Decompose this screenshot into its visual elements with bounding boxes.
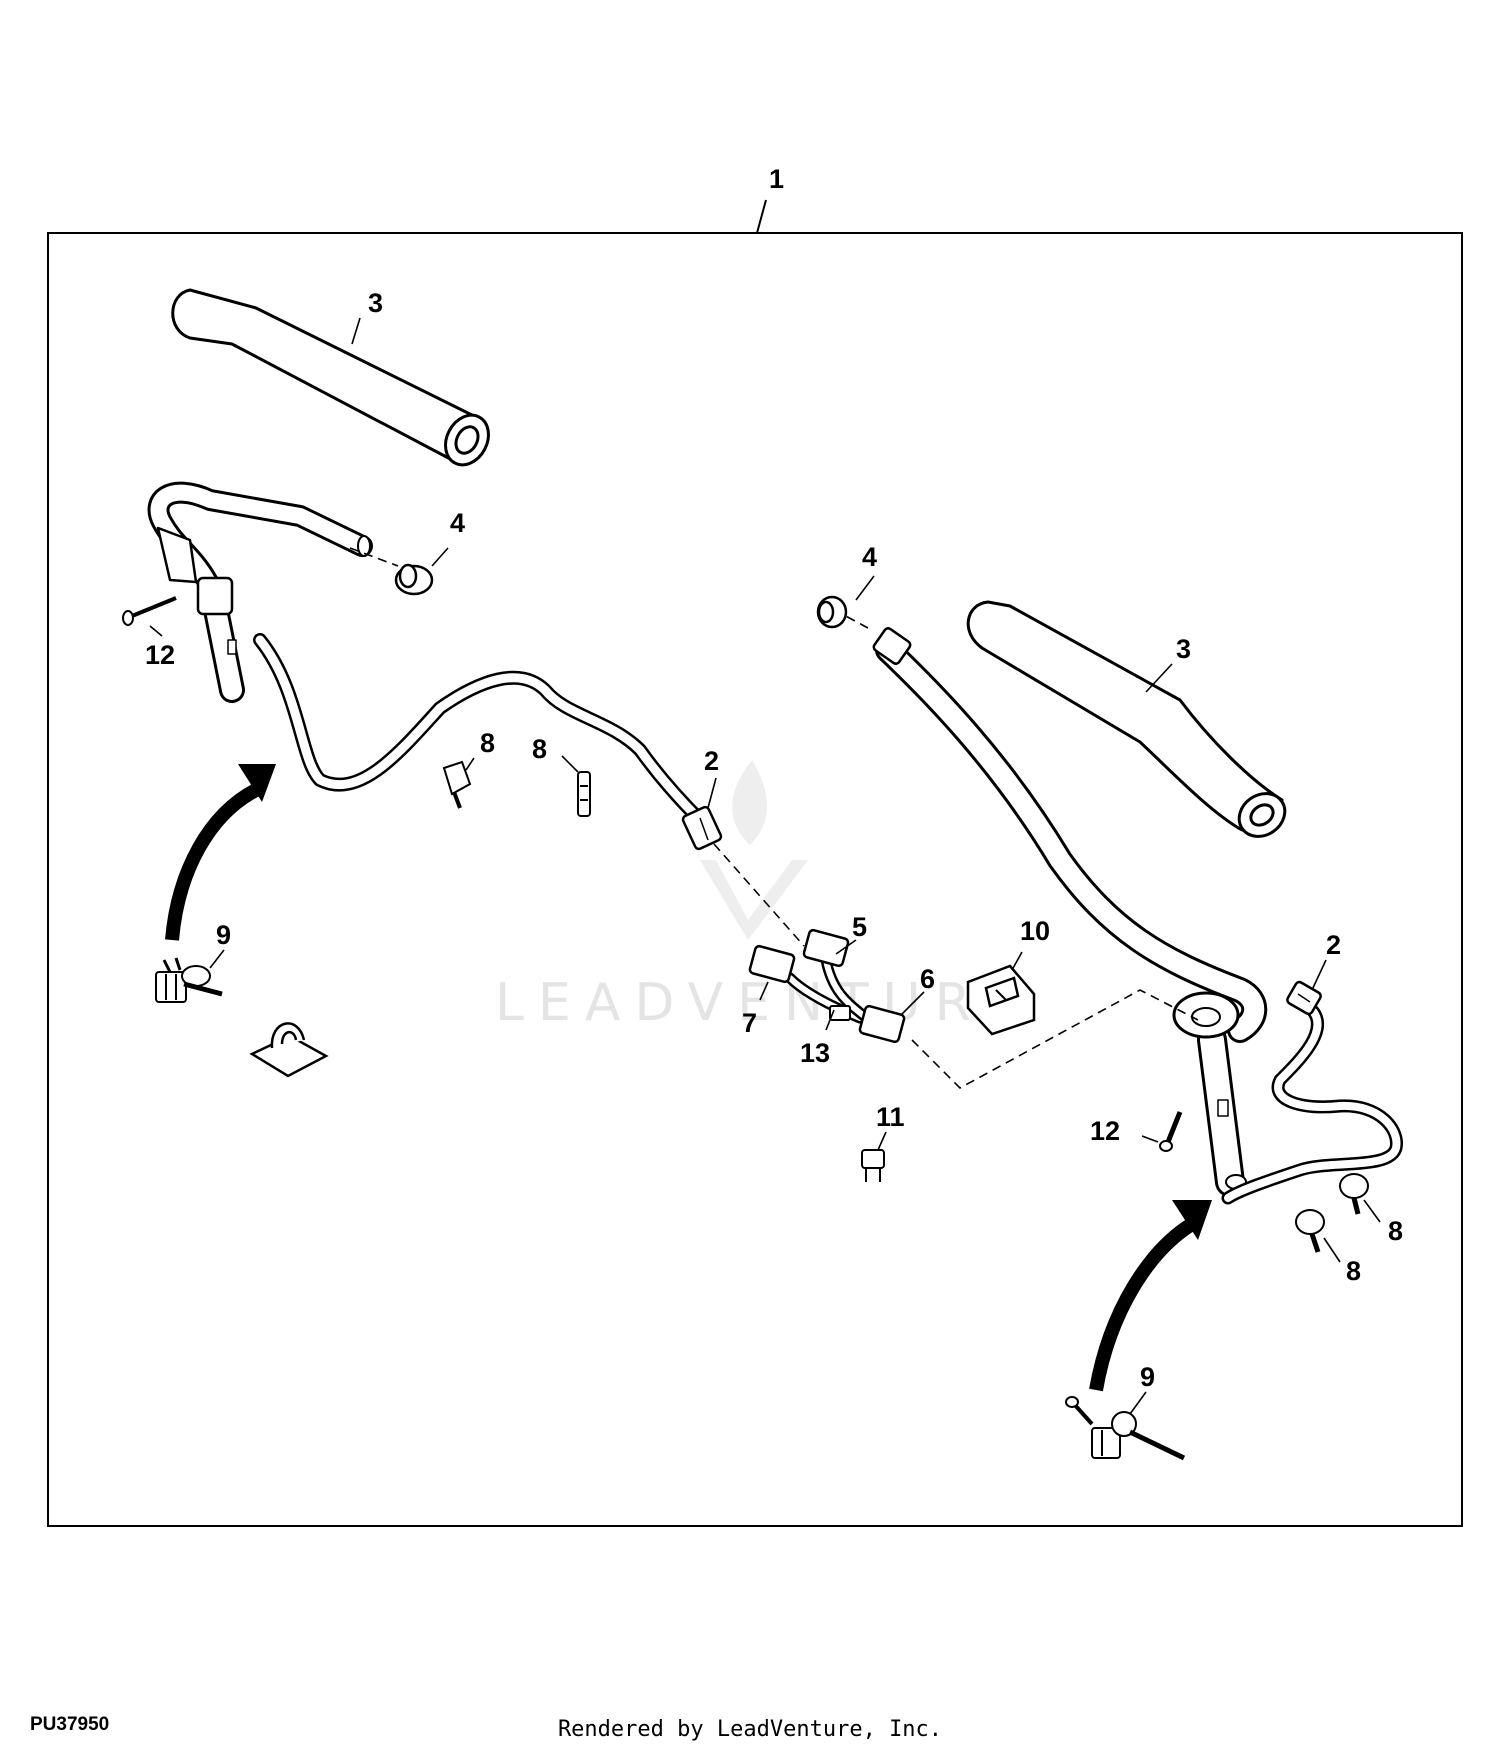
callouts: 1 3 3 4 4 12 12 8 8 8 8 2 2 5 6 7 13 10 … [145,164,1403,1392]
callout-12-left: 12 [145,640,175,670]
wiring-harness-left [253,633,707,827]
kit-frame [47,232,1463,1527]
render-credit: Rendered by LeadVenture, Inc. [557,1717,943,1742]
connector-2-left [681,805,723,851]
tie-strap-9-left [155,957,223,1003]
handlebar-right [872,627,1268,1197]
callout-2-right: 2 [1326,930,1341,960]
watermark: LEADVENTURE [495,760,1032,1033]
fuse-11 [861,1149,885,1182]
end-plug-right [816,595,848,629]
clip-8-b [577,771,591,817]
callout-5: 5 [852,912,867,942]
handle-grip-left [171,288,490,467]
switch-10 [966,964,1036,1036]
screw-12-left [122,596,177,626]
callout-8-b: 8 [532,734,547,764]
callout-7: 7 [742,1008,757,1038]
callout-9-right: 9 [1140,1362,1155,1392]
wiring-harness-right [1221,1003,1403,1205]
callout-4-left: 4 [450,508,465,538]
clip-8-c [1339,1173,1369,1215]
clip-8-a [442,760,472,809]
watermark-logo-icon [700,760,808,940]
callout-10: 10 [1020,916,1050,946]
callout-13: 13 [800,1038,830,1068]
callout-12-right: 12 [1090,1116,1120,1146]
callout-8-a: 8 [480,728,495,758]
screw-12-right [1159,1111,1183,1152]
callout-3-right: 3 [1176,634,1191,664]
callout-6: 6 [920,964,935,994]
adapter-harness [748,928,906,1044]
callout-11: 11 [876,1102,905,1132]
callout-2-left: 2 [704,746,719,776]
callout-4-right: 4 [862,542,877,572]
callout-3-left: 3 [368,288,383,318]
figure-id: PU37950 [30,1714,110,1735]
connection-lines [349,547,1199,1089]
watermark-text: LEADVENTURE [495,973,1032,1033]
clip-8-d [1295,1209,1325,1253]
leader-1 [756,199,767,234]
handle-grip-right [966,600,1287,838]
callout-9-left: 9 [216,920,231,950]
callout-1: 1 [769,164,784,194]
callout-8-d: 8 [1346,1256,1361,1286]
install-arrow-left [165,764,276,941]
handlebar-left [147,481,373,703]
cable-clamp [249,1022,329,1078]
end-plug-left [394,563,434,596]
tie-strap-9-right [1065,1396,1186,1461]
install-arrow-right [1089,1200,1212,1392]
leader-lines [149,317,1381,1415]
callout-8-c: 8 [1388,1216,1403,1246]
